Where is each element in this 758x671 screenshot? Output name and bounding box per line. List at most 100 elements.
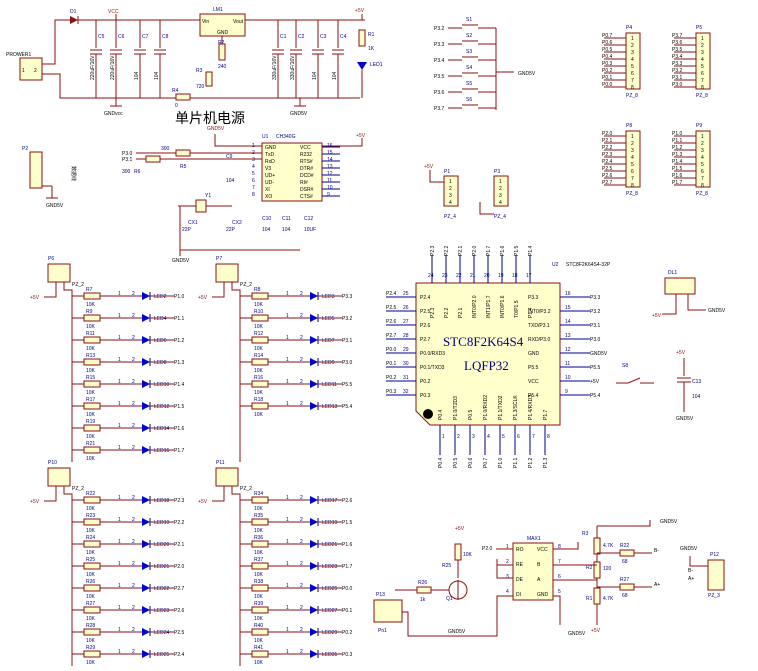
mcu-top-net: P1.5 (514, 245, 520, 256)
header-part: PZ_8 (626, 191, 638, 197)
mcu-pin-label: VCC (528, 379, 539, 385)
mcu-left-net: P2.4 (386, 291, 397, 297)
mcu-pin-label: P5.4 (528, 393, 539, 399)
resistor-name: R8 (254, 287, 261, 293)
led-name: LED31 (322, 652, 338, 658)
plus5v-label: +5V (30, 295, 40, 301)
pin-number: 2 (132, 517, 135, 523)
header-pin-net: P3.6 (672, 40, 683, 46)
ch340-pin-number: 7 (252, 185, 255, 191)
max485-pin-number: 3 (506, 574, 509, 580)
max485-pin-number: 8 (558, 544, 561, 550)
ch340-pin-label: UD- (265, 180, 274, 186)
header-pin-number: 8 (701, 183, 704, 189)
switch-name: S2 (466, 33, 472, 39)
resistor-name: R38 (254, 579, 263, 585)
mcu-pin-label: GND (528, 351, 540, 357)
mcu-pin-label: P0.0/RXD3 (420, 351, 445, 357)
resistor-value: 10K (254, 346, 264, 352)
pin-number: 2 (132, 401, 135, 407)
header-pin-number: 1 (701, 36, 704, 42)
resistor-icon (251, 584, 269, 592)
header-pin-number: 3 (631, 148, 634, 154)
svg-text:P13: P13 (376, 592, 385, 598)
resistor-icon (83, 402, 101, 410)
pin-number: 1 (118, 445, 121, 451)
max485-pin-number: 5 (558, 589, 561, 595)
svg-text:P2.0: P2.0 (482, 546, 493, 552)
cap-label: C6 (118, 34, 125, 40)
resistor-name: R15 (86, 375, 95, 381)
svg-text:GND5V: GND5V (46, 203, 64, 209)
resistor-value: 10K (86, 638, 96, 644)
header-pin-net: P2.0 (602, 131, 613, 137)
mcu-pin-label: P3.3 (528, 295, 539, 301)
pin-number: 2 (132, 583, 135, 589)
led-icon (142, 628, 150, 636)
pin-number: 1 (118, 495, 121, 501)
mcu-pin-number: 29 (403, 347, 409, 353)
led-icon (142, 496, 150, 504)
resistor-value: 10K (86, 324, 96, 330)
svg-text:GND5V: GND5V (708, 308, 726, 314)
ch340-pin-number: 9 (327, 192, 330, 198)
svg-text:D1: D1 (70, 9, 77, 15)
header-pin-net: P2.5 (602, 166, 613, 172)
mcu-right-net: GND5V (590, 351, 608, 357)
led-header-part: PZ_2 (72, 486, 84, 492)
mcu-pin-label: INT1/P1.7 (486, 295, 492, 318)
pin-number: 2 (132, 445, 135, 451)
cap-value: 104 (134, 71, 140, 80)
mcu-pin-number: 21 (470, 273, 476, 279)
led-name: LED14 (154, 426, 170, 432)
plus5v-label: +5V (198, 499, 208, 505)
resistor-icon (83, 606, 101, 614)
header-part: PZ_8 (626, 93, 638, 99)
header-pin-net: P1.5 (672, 166, 683, 172)
mcu-left-net: P0.3 (386, 389, 397, 395)
mcu-top-net: P2.1 (458, 245, 464, 256)
header-pin-number: 4 (631, 155, 634, 161)
led-icon (142, 380, 150, 388)
led-name: LED24 (154, 630, 170, 636)
svg-text:+5V: +5V (455, 526, 465, 532)
pin-number: 2 (132, 379, 135, 385)
led-header-p10 (47, 467, 71, 487)
header-part: PZ_4 (444, 214, 456, 220)
ch340-pin-number: 15 (327, 150, 333, 156)
header-pin-net: P3.2 (672, 68, 683, 74)
svg-text:22P: 22P (182, 227, 192, 233)
mcu-pin-label: P0.3 (420, 393, 431, 399)
header-pin-net: P0.3 (602, 61, 613, 67)
mcu-package: LQFP32 (464, 358, 509, 373)
mcu-top-net: P1.7 (486, 245, 492, 256)
resistor-name: R7 (86, 287, 93, 293)
led-net: P1.7 (174, 448, 185, 454)
power-connector-label: PROWER1 (6, 52, 32, 58)
ch340-pin-number: 14 (327, 157, 333, 163)
pin-number: 2 (300, 401, 303, 407)
resistor-value: 10K (254, 616, 264, 622)
led-name: LED6 (154, 338, 167, 344)
resistor-icon (251, 606, 269, 614)
svg-text:P2: P2 (22, 146, 28, 152)
svg-text:R6: R6 (134, 169, 141, 175)
header-pin-number: 6 (631, 169, 634, 175)
led-net: P2.6 (342, 498, 353, 504)
resistor-icon (251, 650, 269, 658)
switch-name: S4 (466, 65, 472, 71)
resistor-name: R34 (254, 491, 263, 497)
led-icon (142, 358, 150, 366)
resistor-value: 10K (254, 368, 264, 374)
resistor-value: 10K (254, 412, 264, 418)
ch340-pin-label: RxD (265, 159, 275, 165)
svg-text:Vout: Vout (233, 19, 244, 25)
mcu-pin-number: 15 (565, 305, 571, 311)
led-name: LED9 (322, 360, 335, 366)
mcu-pin-number: 30 (403, 361, 409, 367)
mcu-pin-label: P1.3/SCLK (513, 395, 519, 420)
resistor-icon (83, 650, 101, 658)
header-pin-number: 3 (499, 193, 502, 199)
